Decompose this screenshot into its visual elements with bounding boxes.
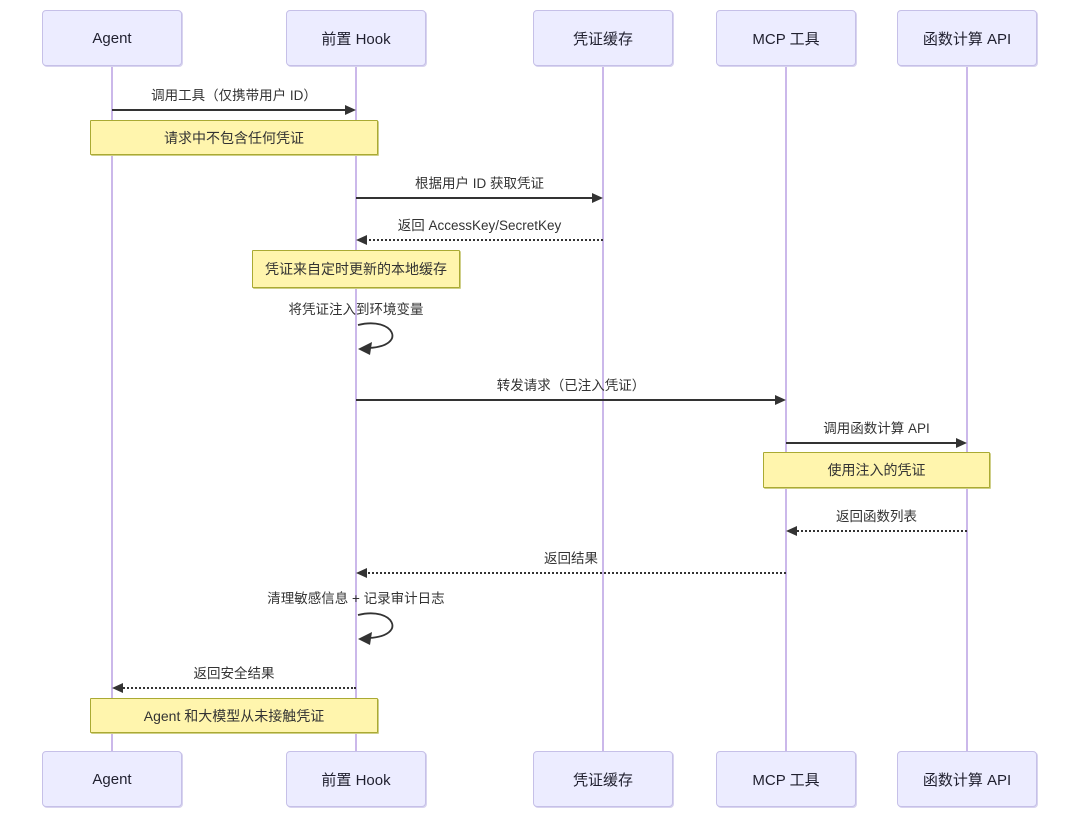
- participant-label: 函数计算 API: [922, 771, 1012, 789]
- note: 使用注入的凭证: [763, 452, 990, 488]
- message-arrow-line: [364, 239, 603, 241]
- participant-agent-bottom: Agent: [42, 751, 182, 807]
- participant-label: 前置 Hook: [321, 771, 391, 789]
- participant-mcp-tool-bottom: MCP 工具: [716, 751, 856, 807]
- arrowhead-icon: [775, 395, 786, 405]
- message-label: 根据用户 ID 获取凭证: [414, 176, 544, 191]
- message-label: 调用函数计算 API: [823, 421, 930, 436]
- participant-label: MCP 工具: [752, 30, 820, 48]
- lifeline-fc-api: [966, 66, 968, 751]
- message-label: 清理敏感信息 + 记录审计日志: [267, 591, 445, 606]
- participant-credential-cache-bottom: 凭证缓存: [533, 751, 673, 807]
- participant-label: Agent: [92, 29, 132, 47]
- message-label: 返回安全结果: [193, 666, 275, 681]
- message-arrow-line: [794, 530, 967, 532]
- self-loop-arrow: [357, 612, 394, 645]
- message-label: 返回 AccessKey/SecretKey: [397, 218, 562, 233]
- participant-label: 函数计算 API: [922, 30, 1012, 48]
- participant-label: 凭证缓存: [572, 30, 633, 48]
- note-label: 凭证来自定时更新的本地缓存: [265, 261, 447, 277]
- message-arrow-line: [786, 442, 959, 444]
- participant-credential-cache-top: 凭证缓存: [533, 10, 673, 66]
- message-arrow-line: [120, 687, 356, 689]
- message-arrow-line: [364, 572, 786, 574]
- note: Agent 和大模型从未接触凭证: [90, 698, 378, 733]
- note-label: Agent 和大模型从未接触凭证: [143, 707, 325, 724]
- arrowhead-icon: [112, 683, 123, 693]
- participant-fc-api-bottom: 函数计算 API: [897, 751, 1037, 807]
- arrowhead-icon: [592, 193, 603, 203]
- message-label: 转发请求（已注入凭证）: [496, 378, 646, 393]
- participant-pre-hook-top: 前置 Hook: [286, 10, 426, 66]
- message-arrow-line: [112, 109, 348, 111]
- participant-label: MCP 工具: [752, 771, 820, 789]
- note-label: 请求中不包含任何凭证: [164, 129, 304, 146]
- message-label: 返回结果: [544, 551, 598, 566]
- message-label: 调用工具（仅携带用户 ID）: [151, 88, 317, 103]
- participant-mcp-tool-top: MCP 工具: [716, 10, 856, 66]
- message-label: 将凭证注入到环境变量: [288, 302, 424, 317]
- message-arrow-line: [356, 399, 778, 401]
- note: 凭证来自定时更新的本地缓存: [252, 250, 460, 288]
- message-arrow-line: [356, 197, 595, 199]
- participant-label: 前置 Hook: [321, 30, 391, 48]
- lifeline-pre-hook: [355, 66, 357, 751]
- note: 请求中不包含任何凭证: [90, 120, 378, 155]
- lifeline-agent: [111, 66, 113, 751]
- arrowhead-icon: [956, 438, 967, 448]
- participant-pre-hook-bottom: 前置 Hook: [286, 751, 426, 807]
- participant-agent-top: Agent: [42, 10, 182, 66]
- self-loop-arrow: [357, 322, 394, 355]
- participant-fc-api-top: 函数计算 API: [897, 10, 1037, 66]
- participant-label: 凭证缓存: [572, 771, 633, 789]
- lifeline-mcp-tool: [785, 66, 787, 751]
- arrowhead-icon: [345, 105, 356, 115]
- lifeline-credential-cache: [602, 66, 604, 751]
- note-label: 使用注入的凭证: [827, 462, 926, 478]
- participant-label: Agent: [92, 770, 132, 788]
- arrowhead-icon: [356, 568, 367, 578]
- arrowhead-icon: [786, 526, 797, 536]
- arrowhead-icon: [356, 235, 367, 245]
- message-label: 返回函数列表: [836, 509, 917, 524]
